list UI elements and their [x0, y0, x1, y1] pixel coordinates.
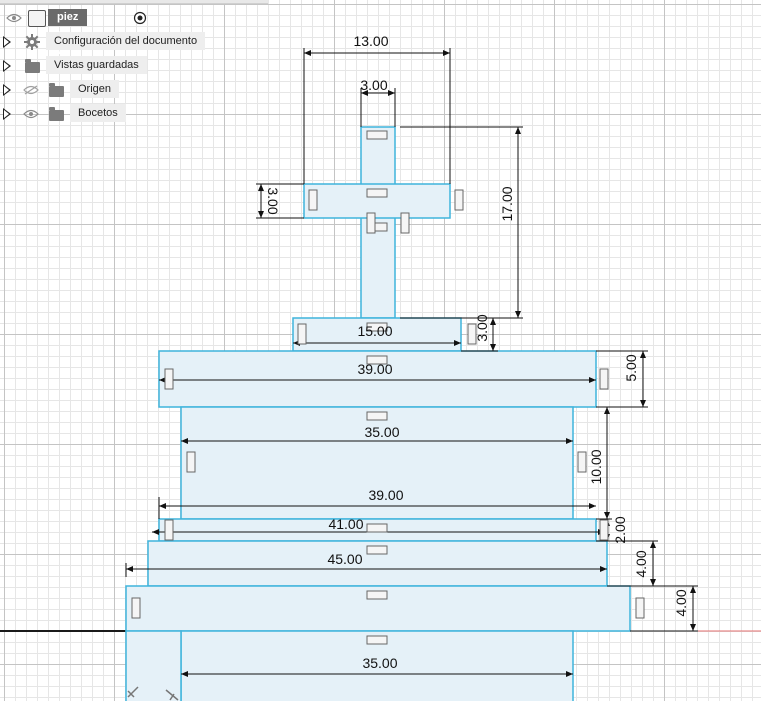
- vertical-constraint-icon[interactable]: [467, 323, 477, 345]
- browser-item-saved-views[interactable]: Vistas guardadas: [0, 55, 160, 77]
- dimension-value[interactable]: 41.00: [328, 516, 363, 532]
- horizontal-constraint-icon[interactable]: [366, 411, 388, 421]
- eye-icon[interactable]: [6, 13, 22, 23]
- activate-radio-icon[interactable]: [133, 11, 147, 25]
- browser-item-label: Origen: [70, 80, 120, 98]
- eye-icon[interactable]: [23, 109, 39, 119]
- browser-item-origin[interactable]: Origen: [0, 79, 130, 101]
- horizontal-constraint-icon[interactable]: [366, 545, 388, 555]
- browser-item-document-settings[interactable]: Configuración del documento: [0, 31, 210, 53]
- folder-icon: [49, 107, 64, 121]
- horizontal-constraint-icon[interactable]: [366, 523, 388, 533]
- dimension-value[interactable]: 15.00: [357, 323, 392, 339]
- vertical-constraint-icon[interactable]: [366, 212, 376, 234]
- vertical-constraint-icon[interactable]: [599, 368, 609, 390]
- dimension-value[interactable]: 4.00: [633, 550, 649, 577]
- vertical-constraint-icon[interactable]: [635, 597, 645, 619]
- dimension-value[interactable]: 35.00: [362, 655, 397, 671]
- horizontal-constraint-icon[interactable]: [366, 355, 388, 365]
- browser-item-sketches[interactable]: Bocetos: [0, 103, 130, 125]
- document-name[interactable]: piez rey v1: [48, 9, 88, 57]
- hidden-eye-icon[interactable]: [23, 85, 39, 95]
- perpendicular-constraint-icon[interactable]: [165, 689, 179, 701]
- expand-arrow-icon[interactable]: [3, 84, 11, 96]
- browser-item-label: Vistas guardadas: [46, 56, 147, 74]
- expand-arrow-icon[interactable]: [3, 60, 11, 72]
- vertical-constraint-icon[interactable]: [164, 368, 174, 390]
- horizontal-constraint-icon[interactable]: [366, 188, 388, 198]
- dimension-value[interactable]: 35.00: [364, 424, 399, 440]
- perpendicular-constraint-icon[interactable]: [127, 686, 139, 698]
- dimension-value[interactable]: 17.00: [499, 186, 515, 221]
- vertical-constraint-icon[interactable]: [131, 597, 141, 619]
- folder-icon: [25, 59, 40, 73]
- dimension-value[interactable]: 3.00: [360, 77, 387, 93]
- dimension-value[interactable]: 13.00: [353, 33, 388, 49]
- vertical-constraint-icon[interactable]: [454, 189, 464, 211]
- vertical-constraint-icon[interactable]: [164, 519, 174, 541]
- expand-arrow-icon[interactable]: [3, 36, 11, 48]
- dimension-value[interactable]: 45.00: [327, 551, 362, 567]
- vertical-constraint-icon[interactable]: [186, 451, 196, 473]
- dimension-value[interactable]: 3.00: [265, 187, 281, 214]
- horizontal-constraint-icon[interactable]: [366, 130, 388, 140]
- coincident-constraint-icon[interactable]: [366, 635, 388, 645]
- dimension-value[interactable]: 39.00: [368, 487, 403, 503]
- sketch-profile-35[interactable]: [180, 406, 574, 520]
- vertical-constraint-icon[interactable]: [599, 519, 609, 541]
- dimension-value[interactable]: 10.00: [588, 449, 604, 484]
- vertical-constraint-icon[interactable]: [297, 323, 307, 345]
- horizontal-constraint-icon[interactable]: [366, 590, 388, 600]
- gear-icon: [24, 34, 40, 50]
- folder-icon: [49, 83, 64, 97]
- panel-top-strip: [0, 0, 268, 4]
- dimension-value[interactable]: 39.00: [357, 361, 392, 377]
- dimension-value[interactable]: 2.00: [612, 516, 628, 543]
- browser-item-label: Bocetos: [70, 104, 126, 122]
- vertical-constraint-icon[interactable]: [308, 189, 318, 211]
- horizontal-constraint-icon[interactable]: [366, 322, 388, 332]
- dimension-value[interactable]: 3.00: [474, 314, 490, 341]
- expand-arrow-icon[interactable]: [3, 108, 11, 120]
- dimension-value[interactable]: 4.00: [673, 589, 689, 616]
- dimension-value[interactable]: 5.00: [623, 354, 639, 381]
- vertical-constraint-icon[interactable]: [400, 212, 410, 234]
- browser-item-label: Configuración del documento: [46, 32, 206, 50]
- document-icon: [28, 10, 46, 27]
- dimension-arrows: [126, 50, 696, 677]
- vertical-constraint-icon[interactable]: [577, 451, 587, 473]
